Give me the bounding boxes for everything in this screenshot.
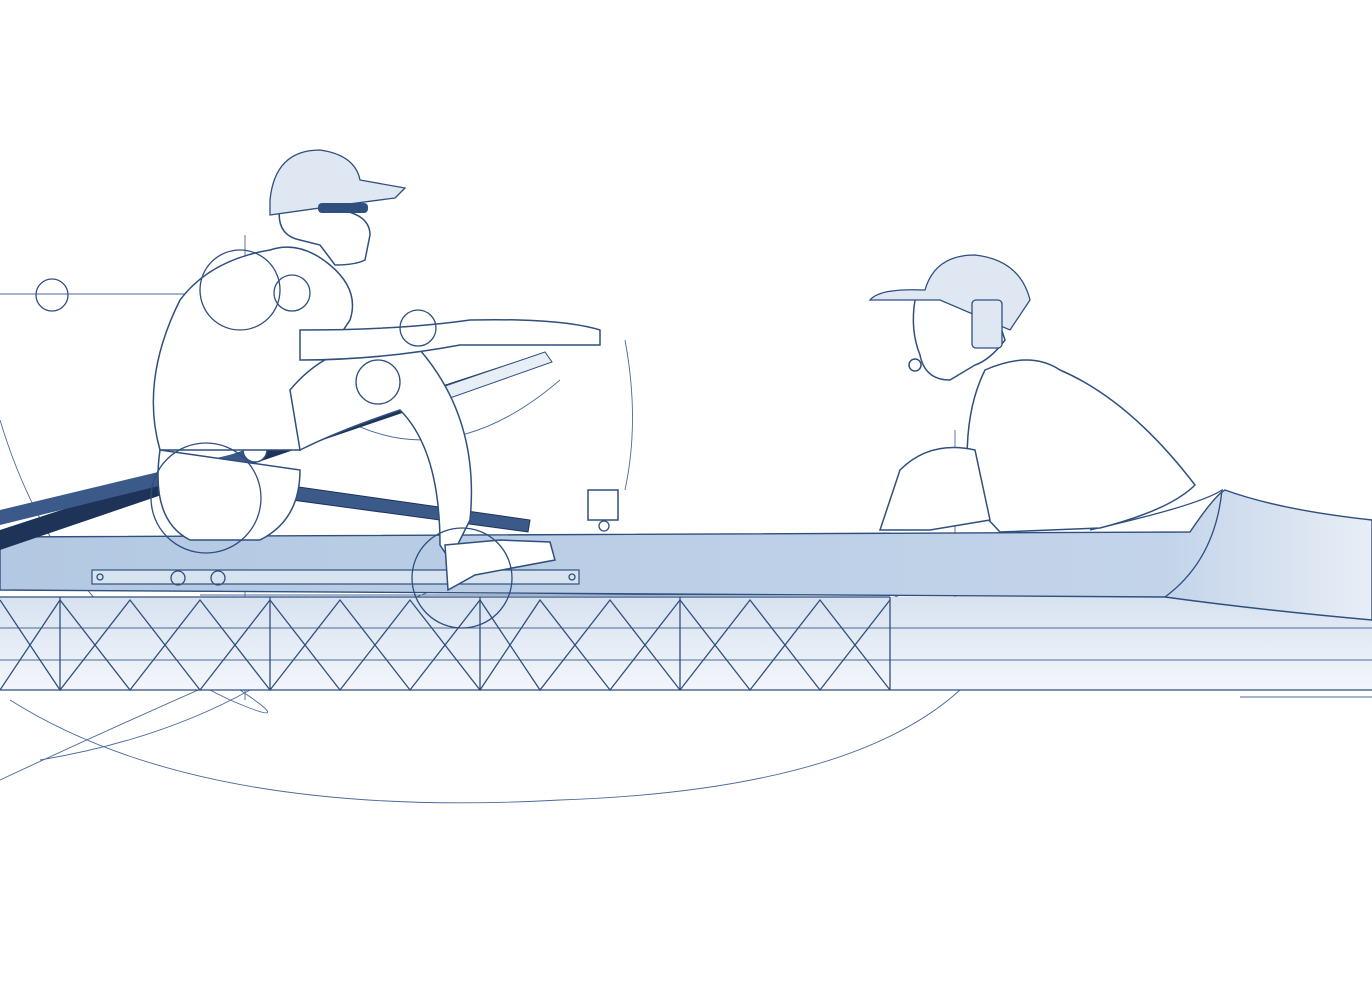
rower-figure: [150, 149, 601, 629]
coxswain-figure: [868, 254, 1196, 533]
boat-truss: [0, 596, 1372, 692]
